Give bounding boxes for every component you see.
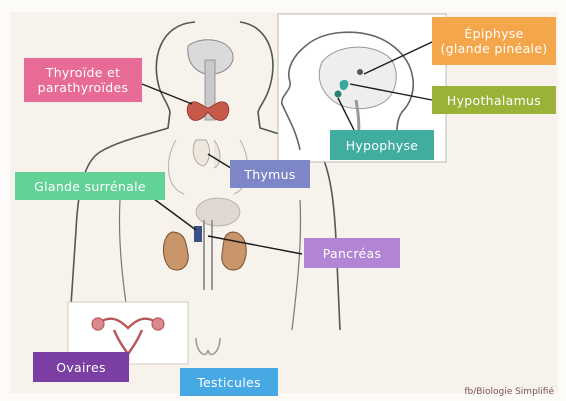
brain-inset — [319, 47, 396, 108]
pineal-dot — [357, 69, 363, 75]
label-testicules: Testicules — [180, 368, 278, 396]
pituitary-dot — [335, 91, 342, 98]
aorta — [204, 220, 212, 290]
pointer-surrenale — [150, 196, 196, 230]
adrenal-marker — [194, 226, 202, 242]
thymus-gland — [193, 140, 220, 168]
label-pancreas: Pancréas — [304, 238, 400, 268]
left-kidney — [163, 232, 188, 270]
label-epiphyse: Épiphyse (glande pinéale) — [432, 17, 556, 65]
right-ovary — [152, 318, 164, 330]
label-glande-surrenale: Glande surrénale — [15, 172, 165, 200]
testes-sketch — [196, 338, 220, 354]
right-kidney — [222, 232, 247, 270]
liver — [196, 198, 240, 226]
label-epiphyse-line2: (glande pinéale) — [441, 41, 548, 56]
label-epiphyse-line1: Épiphyse — [441, 26, 548, 41]
right-torso-line — [292, 200, 301, 330]
credit-text: fb/Biologie Simplifié — [464, 387, 554, 397]
label-thymus: Thymus — [230, 160, 310, 188]
label-hypothalamus: Hypothalamus — [432, 86, 556, 114]
left-ovary — [92, 318, 104, 330]
label-ovaires: Ovaires — [33, 352, 129, 382]
label-hypophyse: Hypophyse — [330, 130, 434, 160]
label-thyroide: Thyroïde et parathyroïdes — [24, 58, 142, 102]
label-thyroide-line1: Thyroïde et — [38, 65, 129, 80]
label-thyroide-line2: parathyroïdes — [38, 80, 129, 95]
pointer-thyroide — [142, 84, 192, 104]
